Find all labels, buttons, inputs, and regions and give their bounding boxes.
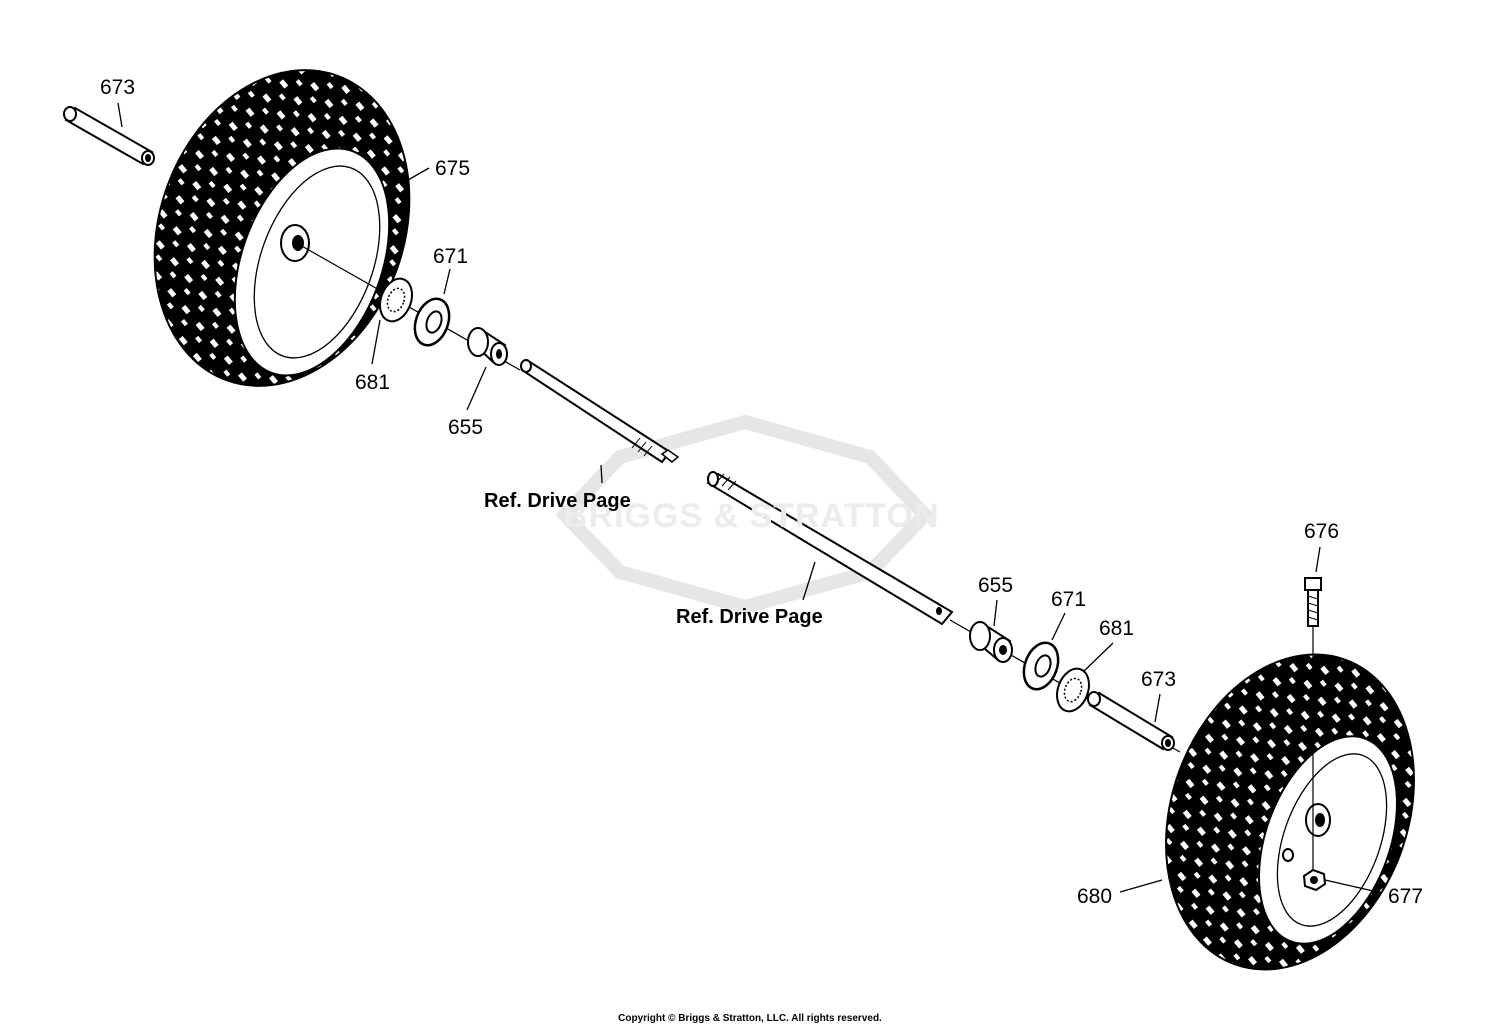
ref-upper-axle: Ref. Drive Page	[484, 490, 631, 512]
top-washer-671	[413, 297, 451, 347]
top-tire-675	[153, 69, 411, 387]
copyright-notice: Copyright © Briggs & Stratton, LLC. All …	[618, 1013, 882, 1024]
label-673-top: 673	[100, 76, 136, 99]
briggs-stratton-watermark	[555, 414, 935, 615]
bottom-lockwasher-681	[1056, 667, 1090, 713]
label-676: 676	[1304, 520, 1340, 543]
bottom-nut-677	[1302, 868, 1327, 892]
watermark-text: BRIGGS & STRATTON	[563, 497, 940, 535]
label-655-top: 655	[448, 416, 484, 439]
label-680: 680	[1077, 885, 1113, 908]
bottom-bolt-676	[1304, 577, 1322, 872]
top-spacer-673	[63, 106, 155, 166]
label-655-bottom: 655	[978, 574, 1014, 597]
label-673-bottom: 673	[1141, 668, 1177, 691]
upper-axle-shaft	[520, 359, 680, 464]
label-681-bottom: 681	[1099, 617, 1135, 640]
ref-lower-axle: Ref. Drive Page	[676, 606, 823, 628]
label-671-top: 671	[433, 245, 469, 268]
label-681-top: 681	[355, 371, 391, 394]
leader-lines	[117, 102, 1383, 894]
label-675: 675	[435, 157, 471, 180]
top-bushing-655	[467, 327, 508, 366]
bottom-spacer-673	[1087, 691, 1175, 751]
label-677: 677	[1388, 885, 1424, 908]
top-lockwasher-681	[379, 277, 413, 323]
lower-axle-shaft	[706, 471, 954, 626]
bottom-bushing-655	[969, 621, 1013, 663]
label-671-bottom: 671	[1051, 588, 1087, 611]
bottom-washer-671	[1022, 641, 1060, 691]
